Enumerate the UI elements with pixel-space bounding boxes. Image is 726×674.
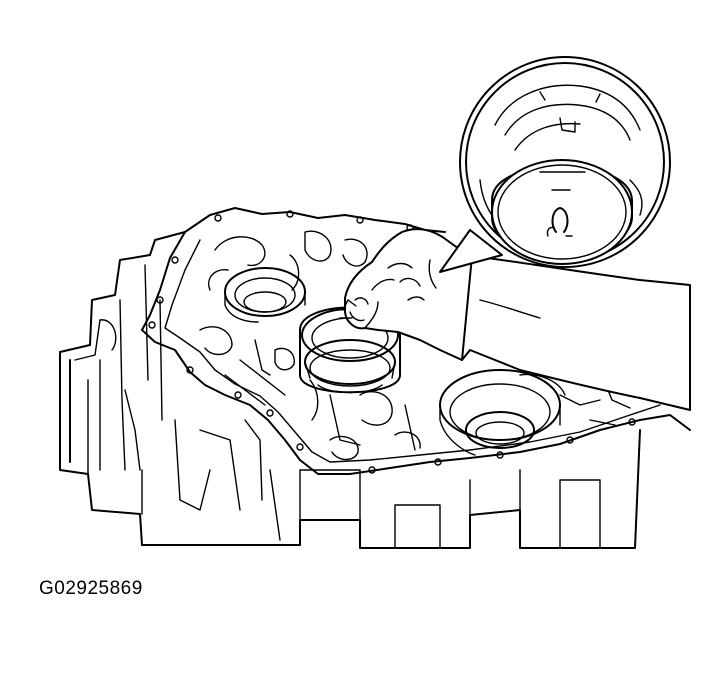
- left-ribs: [59, 231, 281, 541]
- gasket-flange: [141, 207, 691, 475]
- left-bearing-bore: [224, 267, 306, 323]
- forearm: [461, 255, 691, 411]
- transmission-case-illustration: [59, 56, 691, 549]
- internal-webbing: [199, 230, 631, 461]
- right-bearing-bore: [439, 369, 561, 456]
- figure-id-label: G02925869: [39, 578, 143, 599]
- housing-base: [59, 351, 641, 549]
- magnified-detail-callout: [439, 56, 671, 273]
